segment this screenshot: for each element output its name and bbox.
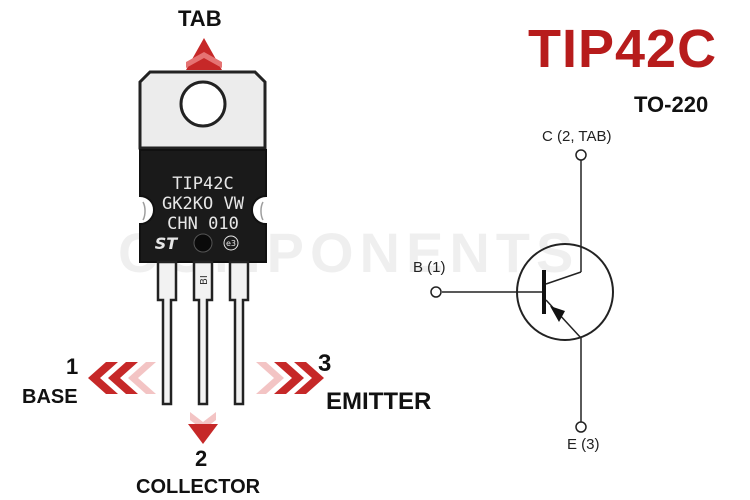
e3-mark: e3	[226, 239, 236, 248]
emitter-pin-number: 3	[318, 350, 332, 377]
tab-label: TAB	[178, 6, 222, 31]
lead-collector	[192, 260, 214, 406]
base-arrow-icon	[88, 362, 156, 394]
terminal-e	[575, 421, 587, 433]
symbol-collector-label: C (2, TAB)	[542, 128, 612, 145]
package-label: TO-220	[634, 92, 709, 117]
collector-pin-number: 2	[195, 446, 208, 471]
emitter-label: EMITTER	[326, 388, 432, 415]
emitter-arrowhead-icon	[550, 306, 565, 322]
tab-arrow-icon	[186, 38, 222, 70]
symbol-emitter-label: E (3)	[567, 436, 600, 453]
symbol-base-label: B (1)	[413, 259, 446, 276]
terminal-b	[430, 286, 442, 298]
marking-line-2: GK2KO VW	[162, 194, 245, 214]
package-body	[139, 149, 267, 263]
st-logo-icon: ST	[155, 234, 179, 253]
terminal-c	[575, 149, 587, 161]
lead-mark: BI	[199, 275, 210, 285]
part-title: TIP42C	[528, 19, 718, 79]
pnp-transistor-symbol	[430, 149, 614, 433]
base-pin-number: 1	[66, 354, 79, 379]
marking-line-3: CHN 010	[167, 214, 239, 234]
collector-arrow-icon	[188, 412, 218, 444]
lead-base	[156, 260, 178, 406]
collector-label: COLLECTOR	[136, 476, 261, 498]
mounting-hole	[179, 80, 227, 128]
emitter-arrow-icon	[256, 362, 324, 394]
body-dimple	[193, 233, 213, 253]
marking-line-1: TIP42C	[172, 174, 233, 194]
base-label: BASE	[22, 386, 78, 408]
lead-emitter	[228, 260, 250, 406]
